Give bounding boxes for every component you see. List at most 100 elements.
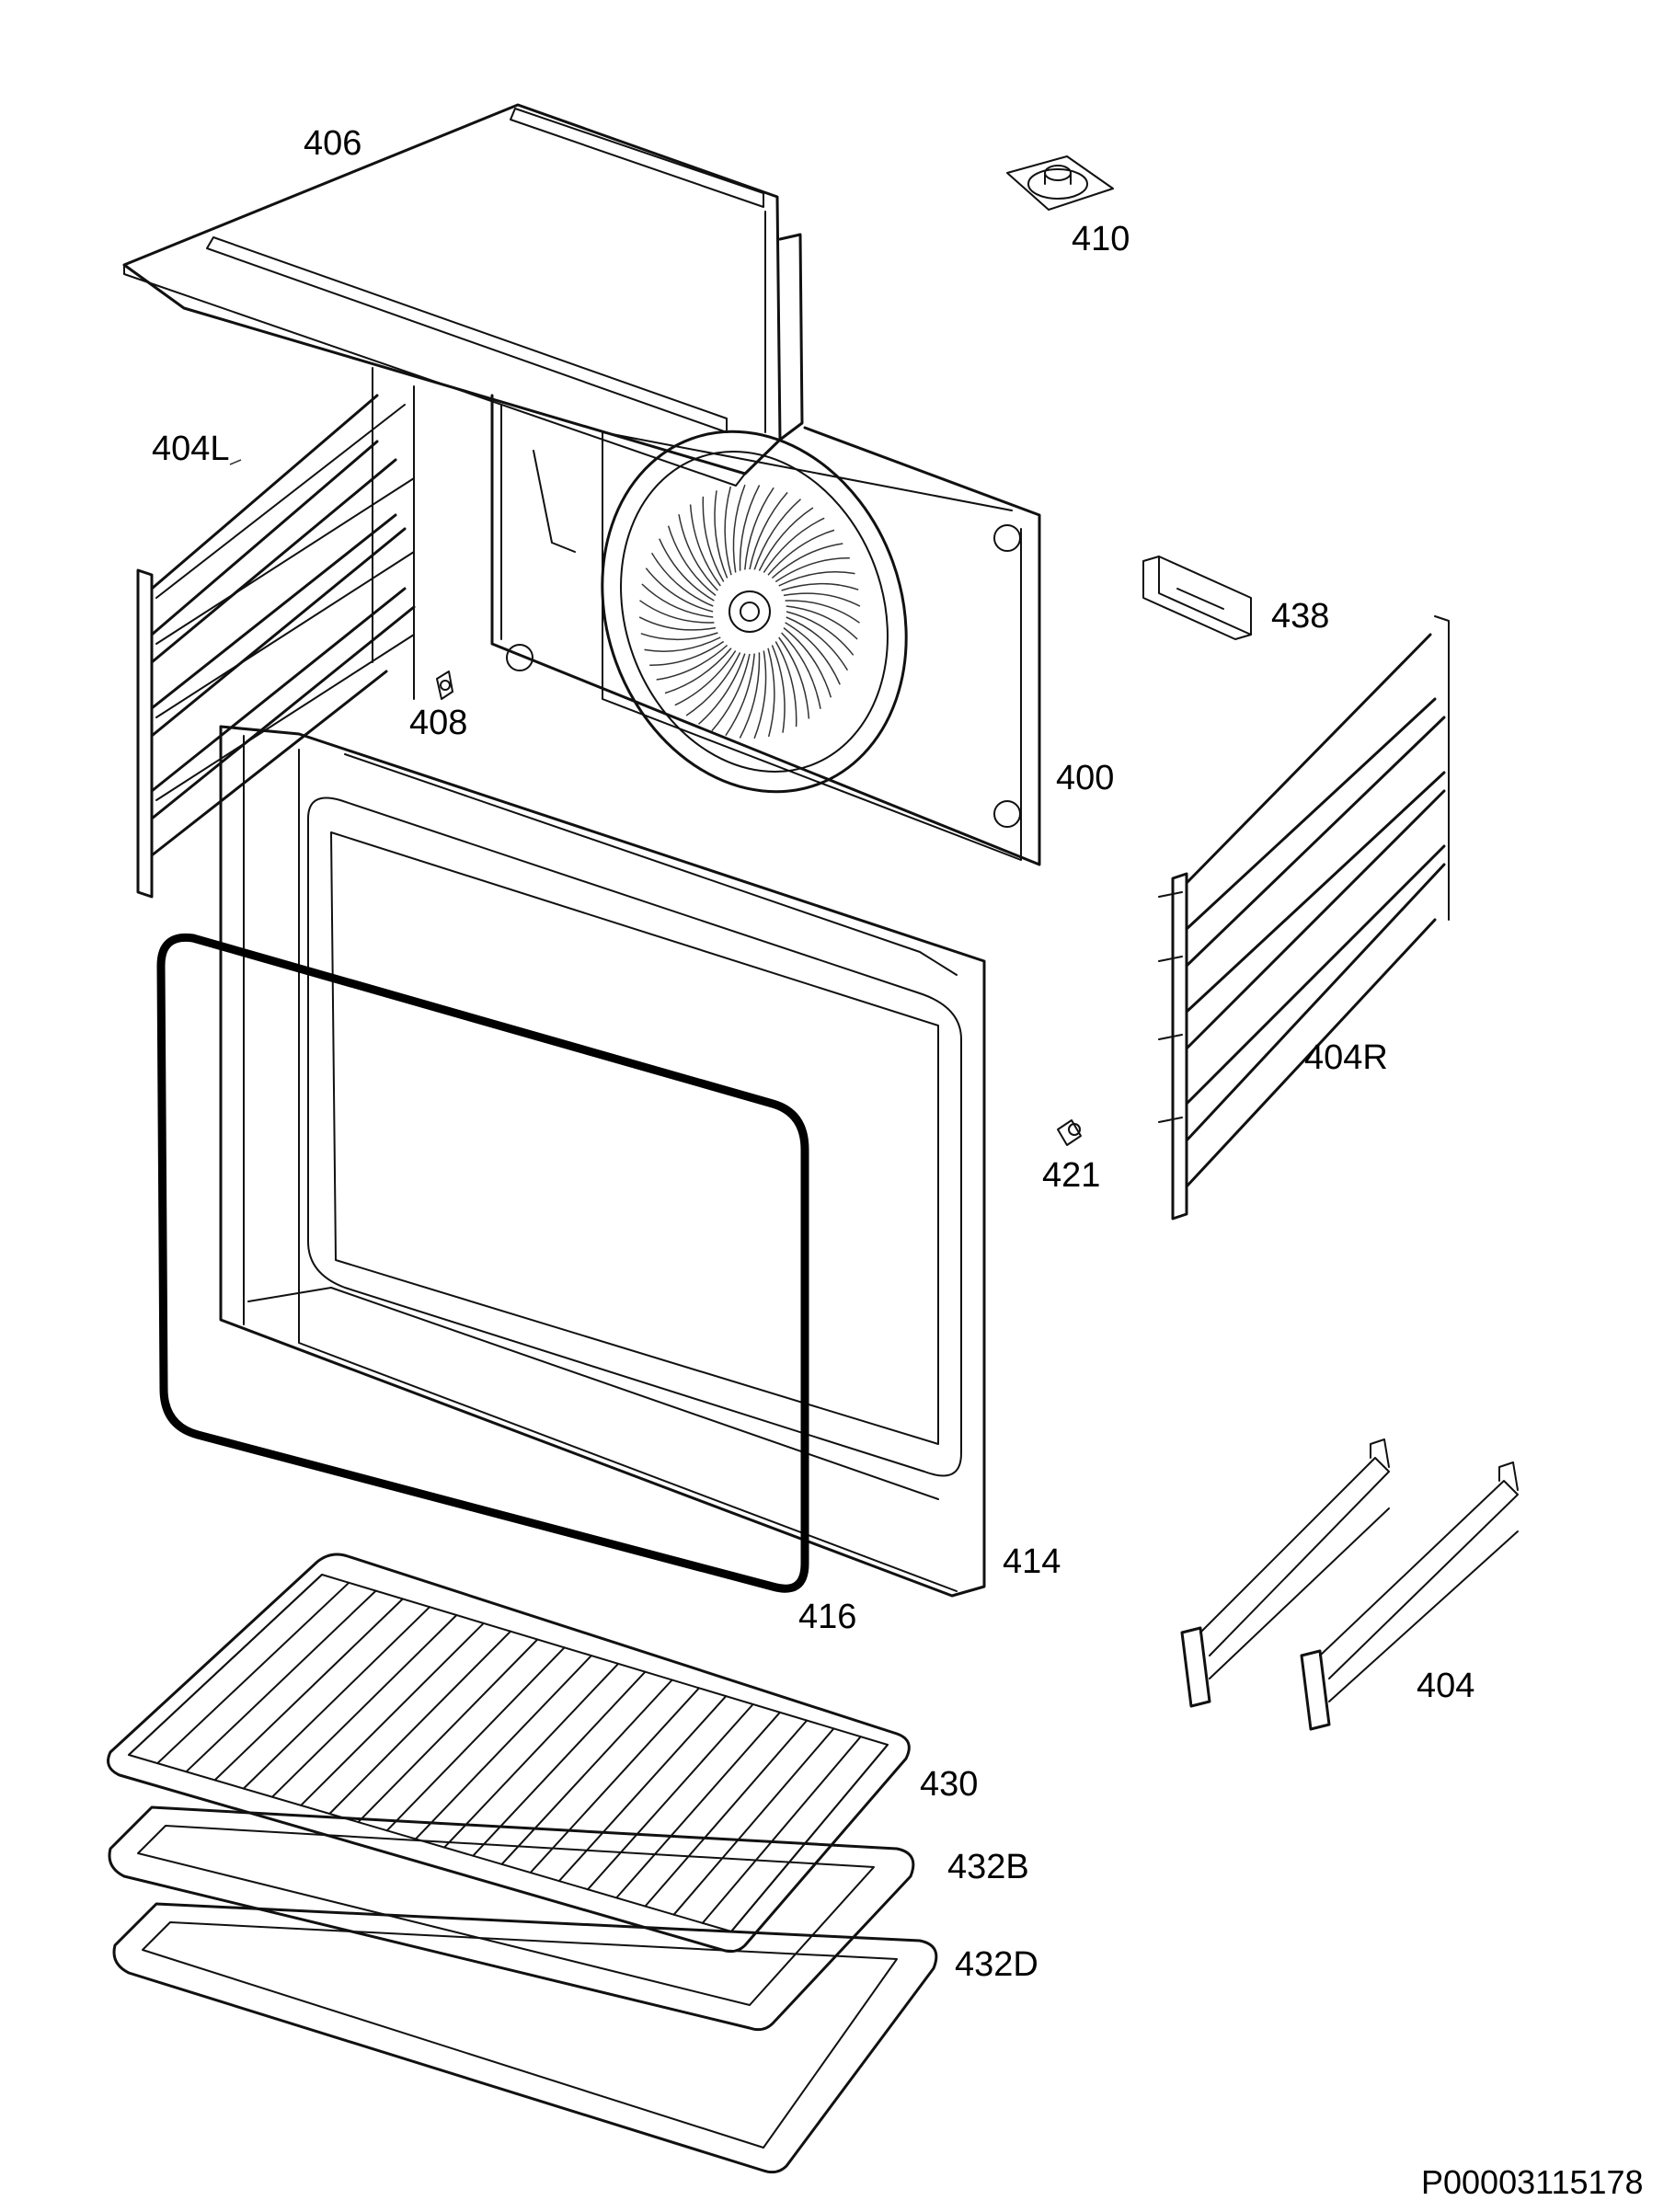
- fan-slot: [771, 543, 843, 579]
- fan-slot: [685, 652, 741, 716]
- part-406-clip: [436, 670, 453, 700]
- shelf-wire: [500, 1679, 673, 1865]
- label-432D: 432D: [955, 1945, 1038, 1984]
- shelf-wire: [357, 1638, 539, 1824]
- part-421-pin: [1057, 1119, 1082, 1146]
- fan-slot: [771, 645, 786, 733]
- leader-lines: [229, 459, 242, 465]
- fan-slot: [656, 644, 729, 681]
- shelf-wire: [385, 1646, 566, 1832]
- part-416-door-seal: [156, 933, 809, 1593]
- shelf-wire: [615, 1711, 781, 1899]
- label-404: 404: [1417, 1667, 1474, 1705]
- shelf-wire: [672, 1727, 835, 1916]
- fan-slot: [732, 484, 746, 573]
- fan-slot: [744, 487, 774, 570]
- shelf-wire: [185, 1589, 377, 1773]
- fan-slot: [753, 499, 801, 570]
- fan-slot: [758, 507, 814, 571]
- shelf-wire: [300, 1622, 485, 1806]
- fan-slot: [725, 653, 755, 737]
- fan-slot: [785, 600, 860, 624]
- shelf-wire: [701, 1736, 862, 1924]
- fan-slot: [640, 632, 718, 641]
- fan-slot: [786, 616, 849, 671]
- fan-slot: [781, 582, 859, 591]
- fan-slot: [689, 504, 721, 587]
- part-410-motor-bracket: [1006, 155, 1114, 211]
- fan-slot: [749, 491, 788, 570]
- fan-slot: [639, 600, 715, 624]
- fan-slot: [767, 529, 835, 576]
- fan-slot: [714, 490, 729, 579]
- label-430: 430: [920, 1765, 978, 1804]
- part-404R-right-runner: [1158, 615, 1450, 1221]
- shelf-wire: [328, 1630, 511, 1815]
- label-406: 408: [409, 704, 467, 742]
- part-404-telescopic-runners: [1180, 1438, 1519, 1731]
- fan-slot: [753, 650, 767, 739]
- shelf-wire: [730, 1744, 889, 1932]
- shelf-wire: [242, 1606, 431, 1790]
- fan-slot: [650, 552, 714, 607]
- fan-slot: [678, 514, 718, 591]
- fan-slot: [659, 538, 715, 602]
- label-404L: 404L: [152, 430, 230, 468]
- fan-slot: [664, 648, 732, 694]
- part-430-wire-shelf: [107, 1553, 911, 1954]
- fan-slot: [783, 627, 832, 698]
- fan-slot: [783, 592, 861, 607]
- label-438: 438: [1271, 597, 1329, 636]
- label-416: 416: [798, 1598, 856, 1636]
- fan-slot: [786, 605, 858, 640]
- fan-slot: [702, 496, 725, 582]
- fan-slot: [674, 650, 737, 706]
- label-408: 406: [304, 124, 361, 163]
- shelf-wire: [128, 1574, 323, 1756]
- label-421: 421: [1042, 1156, 1100, 1195]
- shelf-wire: [414, 1655, 592, 1840]
- label-432B: 432B: [947, 1848, 1029, 1886]
- label-400: 400: [1056, 759, 1114, 797]
- part-404L-left-runner: [136, 367, 416, 899]
- shelf-wire: [587, 1703, 754, 1891]
- fan-slot: [774, 557, 850, 583]
- fan-slot: [739, 485, 761, 571]
- fan-slot: [667, 525, 717, 596]
- fan-slot: [645, 567, 714, 613]
- shelf-wire: [472, 1670, 647, 1857]
- fan-slot: [638, 616, 717, 631]
- part-408-top-panel: [122, 103, 804, 487]
- part-432D-deep-tray: [112, 1902, 938, 2174]
- fan-slot: [724, 486, 732, 576]
- shelf-wire: [213, 1598, 404, 1782]
- fan-slot: [774, 641, 797, 728]
- document-id: P00003115178: [1421, 2163, 1644, 2201]
- fan-slot: [778, 571, 855, 587]
- shelf-wire: [156, 1581, 350, 1765]
- shelf-wire: [443, 1662, 620, 1849]
- shelf-wire: [529, 1687, 700, 1874]
- part-414-front-frame: [219, 725, 986, 1598]
- fan-slot: [739, 652, 761, 739]
- shelf-wire: [271, 1614, 458, 1798]
- label-410: 410: [1072, 220, 1130, 258]
- fan-slot: [778, 636, 810, 719]
- label-414: 414: [1003, 1542, 1061, 1581]
- fan-slot: [786, 611, 855, 656]
- fan-slot: [641, 583, 714, 618]
- label-404R: 404R: [1304, 1038, 1388, 1077]
- part-432B-baking-tray: [108, 1805, 915, 2032]
- part-400-back-panel: [490, 394, 1041, 866]
- fan-slot: [649, 640, 725, 666]
- fan-slot: [644, 636, 721, 652]
- part-438-bracket: [1142, 556, 1252, 640]
- fan-slot: [781, 632, 821, 709]
- fan-slot: [763, 517, 825, 573]
- wire-shelf-bars: [128, 1574, 889, 1932]
- fan-slot: [767, 648, 775, 738]
- fan-slot: [711, 653, 751, 732]
- fan-slot: [698, 653, 746, 725]
